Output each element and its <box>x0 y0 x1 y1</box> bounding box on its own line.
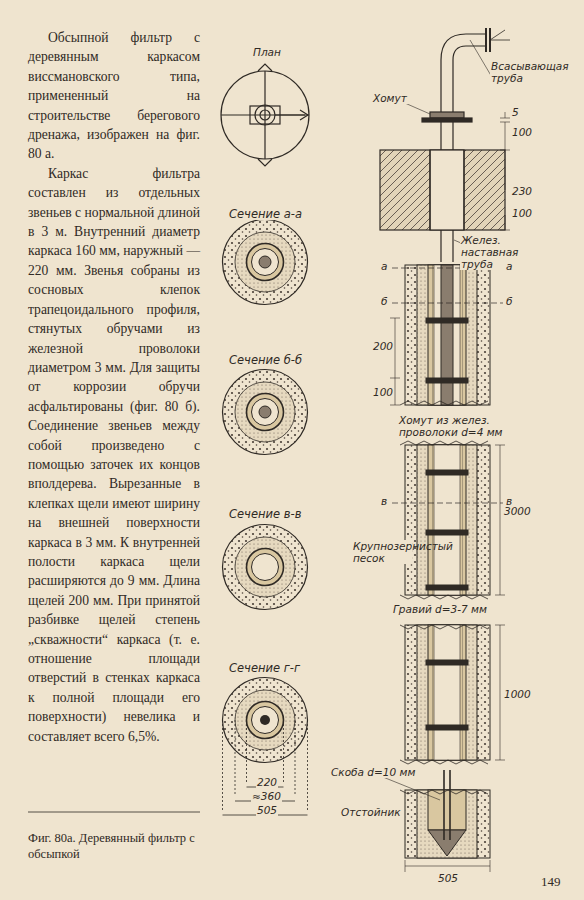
figure-label: 220 <box>256 776 278 788</box>
figure-label: Сечение б-б <box>228 354 303 366</box>
figure-label: 505 <box>256 804 278 816</box>
figure-label: Отстойник <box>340 806 402 818</box>
body-paragraph: Обсыпной фильтр с деревянным каркасом ви… <box>28 28 200 164</box>
figure-label: Гравий d=3-7 мм <box>392 603 488 615</box>
figure-label: а <box>505 260 513 272</box>
figure-label: Сечение в-в <box>228 508 302 520</box>
figure-label: б <box>380 295 388 307</box>
figure-label: Крупнозернистый песок <box>352 540 412 564</box>
figure-label: Хомут из желез. проволоки d=4 мм <box>398 414 530 438</box>
figure-label: 5 <box>511 106 520 118</box>
figure-label: а <box>380 260 388 272</box>
figure-caption: Фиг. 80а. Деревянный фильтр с обсыпкой <box>28 830 203 862</box>
figure-label: 100 <box>511 207 533 219</box>
figure-label: 100 <box>511 126 533 138</box>
figure-label: Сечение г-г <box>228 662 301 674</box>
figure-label: Сечение а-а <box>228 208 303 220</box>
figure-label: План <box>252 46 282 58</box>
figure-label: в <box>505 495 513 507</box>
figure-label: в <box>380 495 388 507</box>
figure-label: 100 <box>372 386 394 398</box>
figure-label: б <box>505 295 513 307</box>
figure-label: Скоба d=10 мм <box>330 766 416 778</box>
figure-label: ≈360 <box>251 790 282 802</box>
figure-label: Хомут <box>372 92 408 104</box>
body-paragraph: Каркас фильтра составлен из отдельных зв… <box>28 164 200 746</box>
figure-label: 505 <box>437 872 459 884</box>
figure-label: Всасывающая труба <box>490 60 572 84</box>
figure-label: 200 <box>372 340 394 352</box>
figure-label: 230 <box>511 185 533 197</box>
page-number: 149 <box>540 876 562 888</box>
figure-label: 1000 <box>503 688 532 700</box>
